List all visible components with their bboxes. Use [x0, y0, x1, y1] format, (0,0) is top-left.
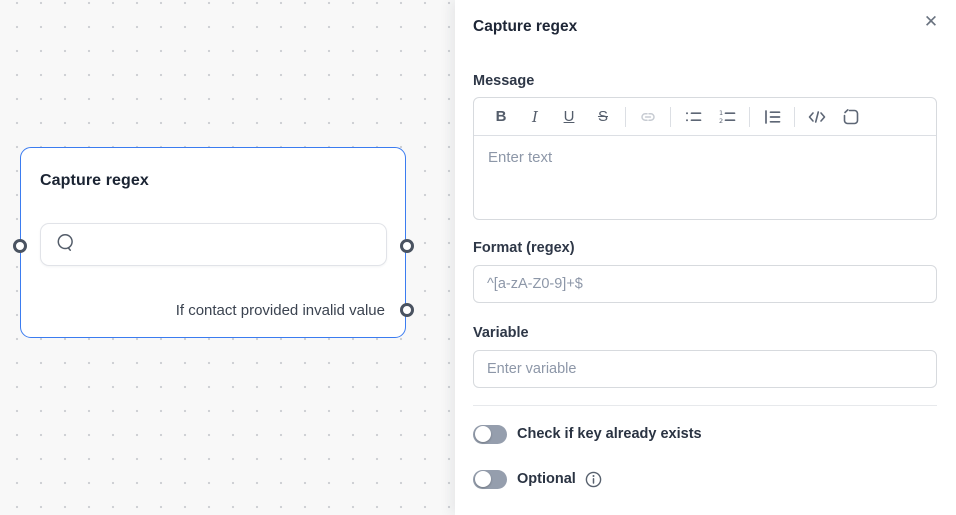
variable-input[interactable] [473, 350, 937, 388]
info-icon[interactable] [585, 471, 602, 488]
node-title: Capture regex [40, 172, 149, 189]
variable-label: Variable [473, 325, 529, 341]
panel-title: Capture regex [473, 18, 578, 35]
svg-text:2: 2 [719, 117, 723, 125]
node-message-input[interactable] [86, 236, 386, 253]
input-port[interactable] [12, 239, 27, 253]
close-icon[interactable]: ✕ [917, 8, 945, 36]
toolbar-divider [749, 106, 750, 127]
editor-toolbar: B I U S [474, 98, 936, 136]
toolbar-divider [670, 106, 671, 127]
message-placeholder: Enter text [488, 149, 553, 166]
link-icon[interactable] [635, 104, 661, 130]
error-output-port[interactable] [399, 303, 414, 317]
bulleted-list-icon[interactable] [680, 104, 706, 130]
underline-icon[interactable]: U [556, 104, 582, 130]
check-key-exists-label: Check if key already exists [517, 426, 702, 442]
message-label: Message [473, 73, 535, 89]
italic-icon[interactable]: I [522, 104, 548, 130]
capture-regex-node[interactable]: Capture regex If contact provided invali… [12, 147, 414, 338]
output-port[interactable] [399, 239, 414, 253]
check-key-exists-toggle[interactable] [473, 424, 507, 444]
section-divider [473, 405, 937, 406]
strikethrough-icon[interactable]: S [590, 104, 616, 130]
optional-label: Optional [517, 471, 576, 487]
indent-list-icon[interactable] [759, 104, 785, 130]
toolbar-divider [794, 106, 795, 127]
format-regex-label: Format (regex) [473, 240, 575, 256]
chat-bubble-icon [55, 232, 76, 258]
bold-icon[interactable]: B [488, 104, 514, 130]
message-textarea[interactable]: Enter text [474, 136, 936, 219]
format-regex-input[interactable] [473, 265, 937, 303]
node-message-box[interactable] [40, 223, 387, 266]
error-branch-label: If contact provided invalid value [175, 301, 385, 319]
node-settings-panel: Capture regex ✕ Message B I U S [455, 0, 956, 515]
message-editor: B I U S [473, 97, 937, 220]
svg-text:1: 1 [719, 109, 723, 117]
optional-toggle[interactable] [473, 469, 507, 489]
numbered-list-icon[interactable]: 1 2 [714, 104, 740, 130]
code-icon[interactable] [804, 104, 830, 130]
code-block-icon[interactable] [838, 104, 864, 130]
toolbar-divider [625, 106, 626, 127]
